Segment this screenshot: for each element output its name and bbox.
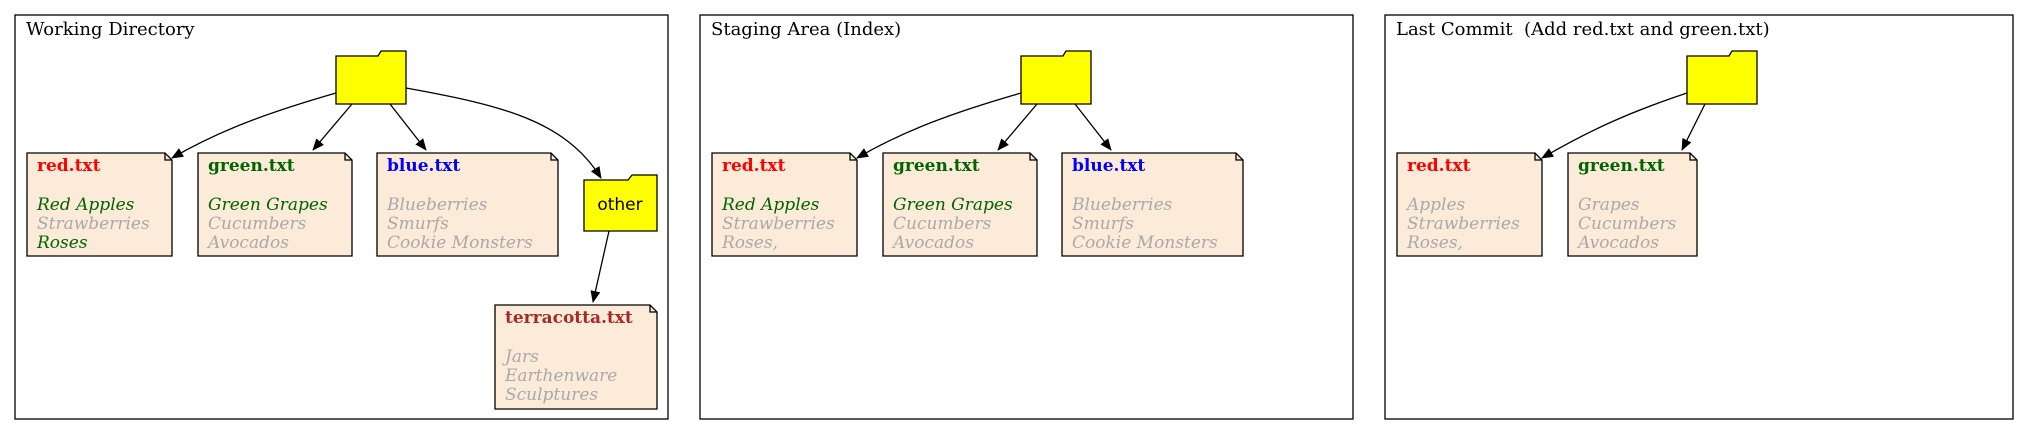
file-line: Green Grapes <box>208 195 328 215</box>
file-name: green.txt <box>208 156 295 176</box>
file-line: Cookie Monsters <box>1072 233 1218 253</box>
file-line: Avocados <box>206 233 289 253</box>
file-name: terracotta.txt <box>505 308 633 328</box>
panel-staging-area: Staging Area (Index) red.txt Red Apples … <box>699 14 1354 420</box>
file-line: Cucumbers <box>893 214 992 234</box>
edge-root-to-green <box>997 103 1038 151</box>
root-folder-icon <box>1686 50 1758 105</box>
file-line: Red Apples <box>36 195 135 215</box>
edge-root-to-green <box>312 103 353 151</box>
file-line: Cucumbers <box>208 214 307 234</box>
file-name: red.txt <box>1407 156 1471 176</box>
panel-border <box>1384 14 2014 420</box>
file-line: Earthenware <box>504 366 617 386</box>
other-folder-icon: other <box>583 174 658 232</box>
edge-root-to-red <box>1541 92 1688 159</box>
panel-border <box>14 14 669 420</box>
file-line: Roses, <box>721 233 778 253</box>
file-note-green: green.txt Grapes Cucumbers Avocados <box>1567 152 1698 257</box>
edge-other-to-terracotta <box>590 230 610 303</box>
edge-root-to-blue <box>389 103 427 151</box>
file-line: Red Apples <box>721 195 820 215</box>
file-name: green.txt <box>1578 156 1665 176</box>
file-line: Roses <box>36 233 88 253</box>
file-line: Smurfs <box>387 214 449 234</box>
edge-root-to-red <box>856 92 1022 159</box>
file-line: Apples <box>1405 195 1466 215</box>
panel-title: Last Commit (Add red.txt and green.txt) <box>1396 19 1770 40</box>
edge-root-to-green <box>1681 103 1706 151</box>
file-note-terracotta: terracotta.txt Jars Earthenware Sculptur… <box>494 304 658 410</box>
file-line: Jars <box>502 347 539 367</box>
root-folder-icon <box>1020 50 1092 105</box>
file-line: Sculptures <box>505 385 598 405</box>
file-line: Strawberries <box>1407 214 1520 234</box>
file-line: Smurfs <box>1072 214 1134 234</box>
file-name: red.txt <box>37 156 101 176</box>
file-line: Blueberries <box>1071 195 1173 215</box>
file-line: Blueberries <box>386 195 488 215</box>
file-line: Strawberries <box>722 214 835 234</box>
file-line: Cucumbers <box>1578 214 1677 234</box>
file-line: Strawberries <box>37 214 150 234</box>
file-note-green: green.txt Green Grapes Cucumbers Avocado… <box>882 152 1038 257</box>
folder-label: other <box>597 195 642 215</box>
file-note-red: red.txt Red Apples Strawberries Roses <box>26 152 173 257</box>
file-line: Avocados <box>1576 233 1659 253</box>
file-note-blue: blue.txt Blueberries Smurfs Cookie Monst… <box>376 152 559 257</box>
panel-title: Working Directory <box>26 19 195 40</box>
file-line: Grapes <box>1578 195 1640 215</box>
edge-root-to-red <box>171 92 337 159</box>
file-line: Avocados <box>891 233 974 253</box>
file-name: red.txt <box>722 156 786 176</box>
file-name: green.txt <box>893 156 980 176</box>
file-note-green: green.txt Green Grapes Cucumbers Avocado… <box>197 152 353 257</box>
panel-border <box>699 14 1354 420</box>
file-line: Cookie Monsters <box>387 233 533 253</box>
panel-title: Staging Area (Index) <box>711 19 901 40</box>
file-line: Green Grapes <box>893 195 1013 215</box>
edge-root-to-other <box>405 87 602 179</box>
file-line: Roses, <box>1406 233 1463 253</box>
file-name: blue.txt <box>1072 156 1145 176</box>
panel-working-directory: Working Directory red.txt Red Apples Str… <box>14 14 669 420</box>
edge-root-to-blue <box>1074 103 1112 151</box>
root-folder-icon <box>335 50 407 105</box>
file-note-blue: blue.txt Blueberries Smurfs Cookie Monst… <box>1061 152 1244 257</box>
file-name: blue.txt <box>387 156 460 176</box>
panel-last-commit: Last Commit (Add red.txt and green.txt) … <box>1384 14 2014 420</box>
file-note-red: red.txt Apples Strawberries Roses, <box>1396 152 1543 257</box>
file-note-red: red.txt Red Apples Strawberries Roses, <box>711 152 858 257</box>
